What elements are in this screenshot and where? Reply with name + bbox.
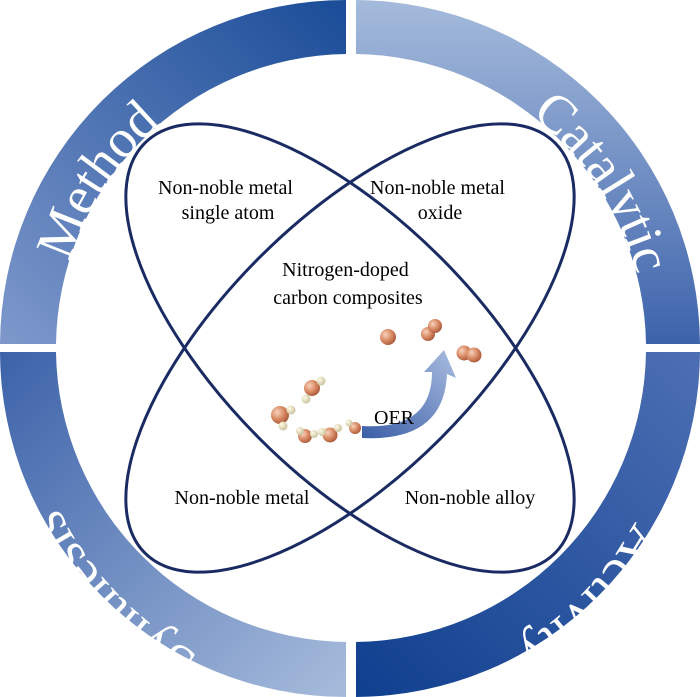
ellipse-diagonal-b	[124, 122, 576, 574]
label-nitrogen-doped-carbon: Nitrogen-doped carbon composites	[273, 259, 423, 309]
label-non-noble-alloy: Non-noble alloy	[405, 487, 536, 509]
ring-segment-catalytic	[356, 0, 700, 344]
hydroxide-icon	[345, 419, 361, 434]
label-oxide: Non-noble metal oxide	[370, 177, 510, 224]
oxygen-molecule-icon	[456, 345, 482, 363]
water-molecule-icon	[271, 405, 296, 431]
ring-segment-synthesis	[0, 352, 346, 697]
oxygen-molecule-icon	[421, 319, 442, 341]
water-molecule-icon	[318, 424, 342, 443]
ring-segment-method	[0, 0, 346, 344]
water-molecule-icon	[296, 427, 318, 443]
oxygen-molecule-icon	[380, 329, 396, 345]
oer-arrow	[362, 350, 456, 439]
label-single-atom: Non-noble metal single atom	[158, 177, 298, 224]
ellipse-diagonal-a	[124, 122, 576, 574]
label-oer: OER	[374, 407, 415, 429]
water-molecule-icon	[301, 376, 326, 404]
ring-segment-activity	[356, 352, 700, 697]
label-non-noble-metal: Non-noble metal	[175, 487, 310, 509]
